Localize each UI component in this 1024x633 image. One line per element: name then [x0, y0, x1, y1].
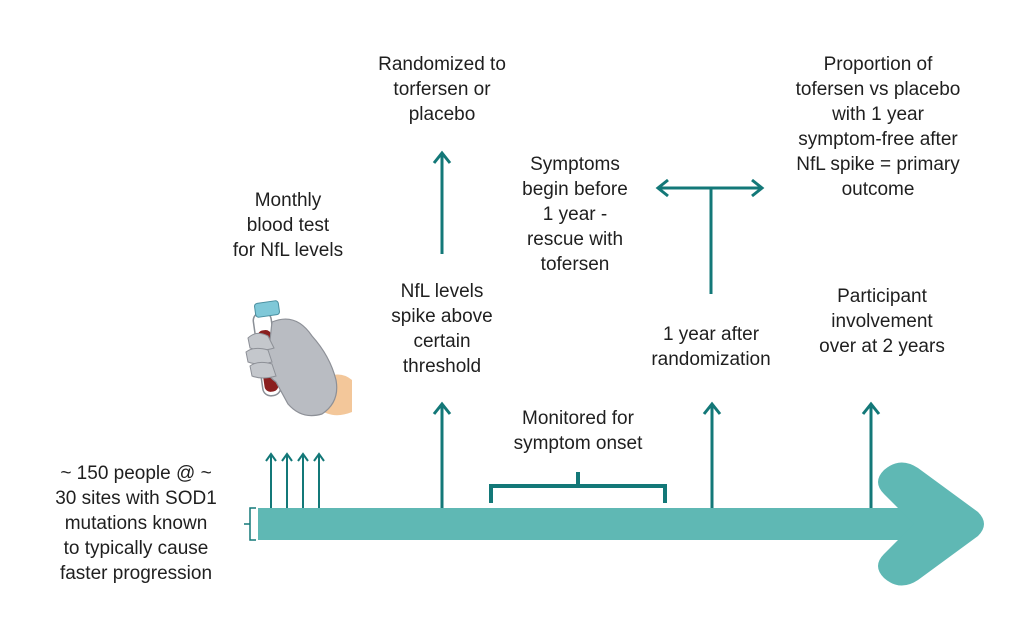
- monthly-arrow-1-icon: [265, 452, 277, 508]
- symptoms-line-3: 1 year -: [542, 204, 608, 225]
- randomized-line-3: placebo: [408, 104, 476, 125]
- symptoms-line-4: rescue with: [526, 229, 624, 250]
- monitored-line-1: Monitored for: [522, 408, 634, 429]
- nfl-line-3: certain: [413, 331, 471, 352]
- participants-line-4: to typically cause: [63, 538, 209, 559]
- outcome-line-1: Proportion of: [823, 54, 933, 75]
- monthly-line-2: blood test: [246, 215, 330, 236]
- timeline-arrow: [258, 462, 984, 586]
- symptoms-before-label: Symptoms begin before 1 year - rescue wi…: [500, 152, 650, 277]
- randomized-line-1: Randomized to: [378, 54, 506, 75]
- participants-line-5: faster progression: [59, 563, 213, 584]
- one-year-line-2: randomization: [651, 349, 771, 370]
- monthly-test-arrows: [265, 452, 325, 508]
- split-right-arrowhead-icon: [751, 178, 765, 198]
- outcome-line-3: with 1 year: [832, 104, 924, 125]
- participants-line-3: mutations known: [64, 513, 208, 534]
- symptoms-line-5: tofersen: [540, 254, 610, 275]
- monitored-line-2: symptom onset: [513, 433, 643, 454]
- outcome-line-4: symptom-free after: [798, 129, 958, 150]
- randomized-line-2: torfersen or: [393, 79, 491, 100]
- monitored-label: Monitored for symptom onset: [484, 406, 672, 456]
- nfl-line-4: threshold: [402, 356, 482, 377]
- monthly-arrow-3-icon: [297, 452, 309, 508]
- timeline-shaft: [258, 508, 918, 540]
- nfl-line-1: NfL levels: [400, 281, 484, 302]
- involvement-line-2: involvement: [831, 311, 933, 332]
- randomized-arrow-icon: [432, 150, 452, 254]
- two-years-arrow-icon: [861, 401, 881, 508]
- monthly-arrow-2-icon: [281, 452, 293, 508]
- outcome-line-6: outcome: [841, 179, 915, 200]
- nfl-spike-arrow-icon: [432, 401, 452, 508]
- monthly-arrow-4-icon: [313, 452, 325, 508]
- nfl-line-2: spike above: [391, 306, 493, 327]
- involvement-line-3: over at 2 years: [819, 336, 945, 357]
- participants-line-1: ~ 150 people @ ~: [60, 463, 212, 484]
- symptoms-line-1: Symptoms: [530, 154, 620, 175]
- monthly-line-3: for NfL levels: [232, 240, 344, 261]
- outcome-line-5: NfL spike = primary: [796, 154, 960, 175]
- timeline-arrowhead-icon: [878, 462, 984, 586]
- monitored-bracket: [489, 472, 667, 503]
- involvement-line-1: Participant: [837, 286, 927, 307]
- randomized-label: Randomized to torfersen or placebo: [352, 52, 532, 127]
- outcome-split-arrow: [655, 178, 765, 294]
- symptoms-line-2: begin before: [522, 179, 628, 200]
- split-left-arrowhead-icon: [655, 178, 669, 198]
- monthly-test-label: Monthly blood test for NfL levels: [208, 188, 368, 263]
- one-year-arrow-icon: [702, 401, 722, 508]
- primary-outcome-label: Proportion of tofersen vs placebo with 1…: [770, 52, 986, 202]
- gloved-hand-holding-blood-tube-icon: [245, 300, 352, 417]
- one-year-label: 1 year after randomization: [628, 322, 794, 372]
- nfl-spike-label: NfL levels spike above certain threshold: [362, 279, 522, 379]
- monthly-line-1: Monthly: [254, 190, 322, 211]
- participants-label: ~ 150 people @ ~ 30 sites with SOD1 muta…: [28, 461, 244, 586]
- outcome-line-2: tofersen vs placebo: [795, 79, 961, 100]
- start-bracket: [244, 507, 256, 541]
- one-year-line-1: 1 year after: [662, 324, 760, 345]
- participants-line-2: 30 sites with SOD1: [55, 488, 217, 509]
- involvement-over-label: Participant involvement over at 2 years: [796, 284, 968, 359]
